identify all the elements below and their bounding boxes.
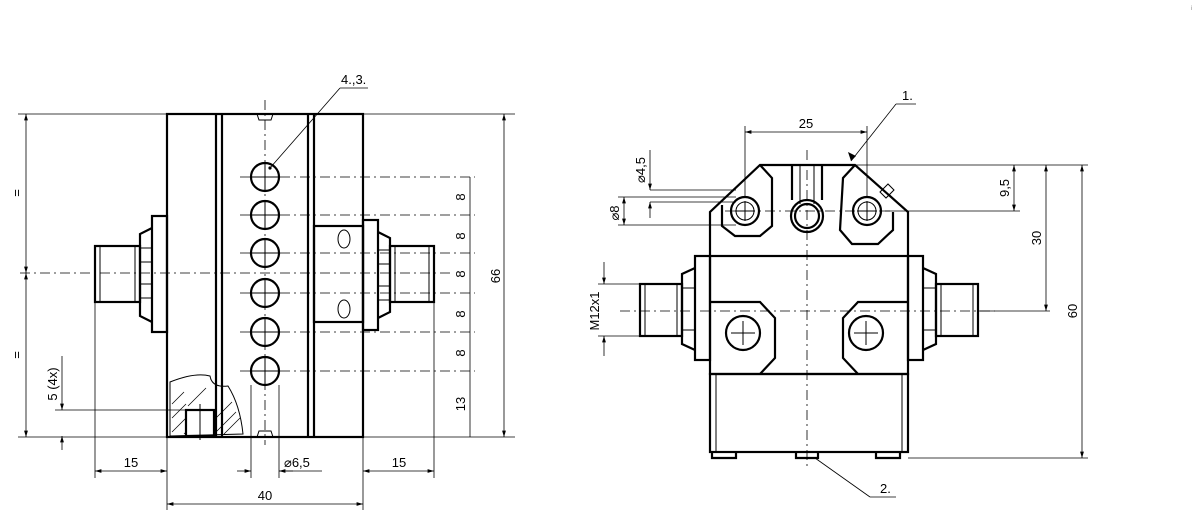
dim-5-4x: 5 (4x) xyxy=(45,367,60,400)
side-view: 25 1. 2. ⌀4,5 ⌀8 M12x1 9,5 30 xyxy=(587,88,1088,498)
dim-pitch-2: 8 xyxy=(453,232,468,239)
side-fitting-right xyxy=(906,254,980,362)
dim-60: 60 xyxy=(1065,304,1080,318)
callout-2: 2. xyxy=(880,481,891,496)
dim-equal-top: = xyxy=(9,189,24,197)
right-fitting xyxy=(312,218,436,332)
dim-phi-6-5: ⌀6,5 xyxy=(284,455,310,470)
middle-body xyxy=(708,254,910,376)
dim-m12x1: M12x1 xyxy=(587,291,602,330)
dim-15-right: 15 xyxy=(392,455,406,470)
dim-40: 40 xyxy=(258,488,272,503)
corner-mark: i xyxy=(1190,6,1192,12)
lower-body xyxy=(708,372,910,454)
dim-phi-8: ⌀8 xyxy=(607,205,622,220)
dim-25: 25 xyxy=(799,116,813,131)
left-fitting xyxy=(93,214,169,334)
dim-pitch-4: 8 xyxy=(453,310,468,317)
port-left xyxy=(724,314,762,352)
dim-66: 66 xyxy=(488,269,503,283)
callout-1: 1. xyxy=(902,88,913,103)
side-fitting-left xyxy=(638,254,712,362)
dim-30: 30 xyxy=(1029,231,1044,245)
dim-pitch-3: 8 xyxy=(453,270,468,277)
dim-equal-bottom: = xyxy=(9,351,24,359)
dim-phi-4-5: ⌀4,5 xyxy=(633,157,648,183)
dim-15-left: 15 xyxy=(124,455,138,470)
dim-9-5: 9,5 xyxy=(997,179,1012,197)
dim-pitch-5: 8 xyxy=(453,349,468,356)
callout-4-3: 4.,3. xyxy=(341,72,366,87)
upper-body xyxy=(708,163,910,256)
mounting-hole-section xyxy=(169,374,244,440)
port-right xyxy=(847,314,885,352)
dim-pitch-1: 8 xyxy=(453,193,468,200)
front-view: 66 8 8 8 8 8 13 = = 5 (4x) 15 15 40 xyxy=(9,72,515,510)
dim-13: 13 xyxy=(453,397,468,411)
